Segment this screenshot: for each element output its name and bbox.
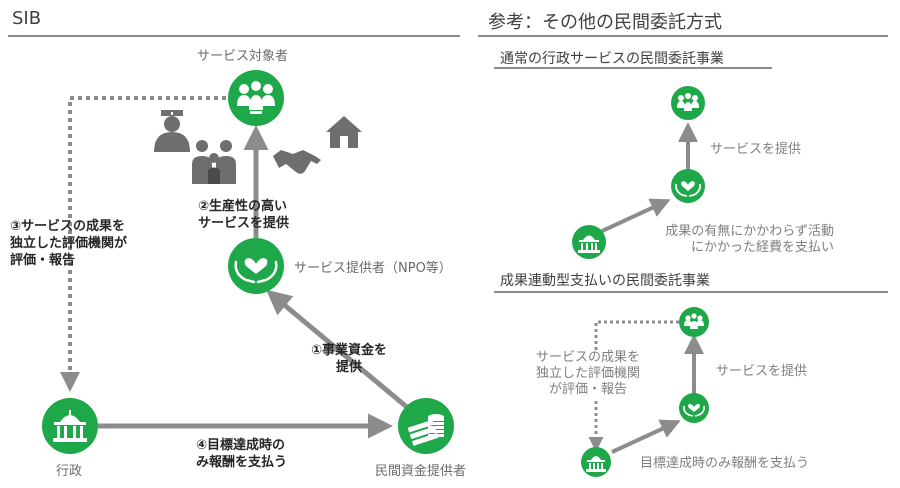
step1-label: ①事業資金を 提供: [310, 343, 387, 375]
outcome-subtitle: 成果連動型支払いの民間委託事業: [500, 273, 710, 289]
target-label: サービス対象者: [197, 49, 289, 64]
normal-subtitle: 通常の行政サービスの民間委託事業: [500, 51, 724, 67]
government-icon: [42, 398, 98, 454]
arrow-investor-to-provider: [266, 289, 410, 410]
step4-label: ④目標達成時の み報酬を支払う: [196, 438, 288, 470]
outcome-provide-label: サービスを提供: [716, 364, 808, 379]
house-icon: [326, 116, 362, 148]
people-icon: [679, 307, 709, 337]
sib-title: SIB: [12, 8, 42, 29]
dotted-arrow-evaluation: [60, 96, 226, 392]
arrow-outcome-gov-to-provider: [611, 419, 681, 454]
step3-label: ③サービスの成果を 独立した評価機関が 評価・報告: [10, 219, 128, 268]
nurse-icon: [154, 110, 190, 152]
outcome-evaluate-label: サービスの成果を 独立した評価機関 が評価・報告: [526, 350, 650, 398]
normal-provide-label: サービスを提供: [710, 142, 802, 157]
handshake-icon: [273, 150, 321, 174]
government-label: 行政: [56, 464, 83, 479]
outcome-pay-label: 目標達成時のみ報酬を支払う: [640, 456, 810, 471]
heart-hands-icon: [671, 169, 705, 203]
people-icon: [228, 70, 284, 126]
heart-hands-icon: [679, 393, 709, 423]
people-icon: [671, 86, 705, 120]
normal-pay-label: 成果の有無にかかわらず活動 にかかった経費を支払い: [665, 224, 834, 255]
heart-hands-icon: [228, 238, 284, 294]
investor-label: 民間資金提供者: [375, 464, 467, 479]
arrow-normal-gov-to-provider: [599, 198, 671, 234]
money-icon: [398, 398, 454, 454]
step2-label: ②生産性の高い サービスを提供: [198, 199, 290, 231]
provider-label: サービス提供者（NPO等）: [294, 261, 452, 276]
government-icon: [581, 447, 611, 477]
family-icon: [192, 140, 236, 184]
government-icon: [572, 225, 606, 259]
reference-title: 参考：その他の民間委託方式: [488, 12, 722, 33]
